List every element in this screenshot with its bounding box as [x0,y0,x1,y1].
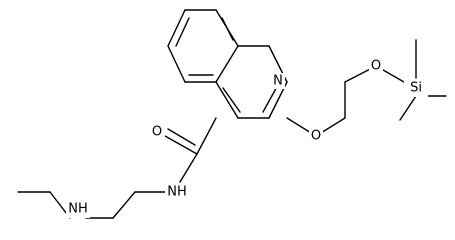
bond [215,45,239,83]
silicon: Si [404,79,428,97]
bond [215,81,239,119]
atom-label-o: O [152,125,162,140]
atom-label-nh: NH [68,202,88,217]
bond [196,117,217,155]
bond [221,17,234,41]
bond [167,128,196,146]
bond [399,95,417,121]
atom-label-n: N [273,74,283,89]
atom-label-si: Si [410,81,422,96]
atom-label-o: O [311,129,321,144]
carbonyl-oxygen: O [150,124,165,140]
bond [167,9,186,47]
bond [222,87,241,113]
atom-label-nh: NH [167,185,187,200]
amide-nitrogen: NH [165,183,189,201]
molecule-structure: N O O Si O NH NH [17,9,447,219]
bond [167,45,186,83]
ether-oxygen: O [309,128,323,144]
bonds [17,9,447,219]
bond [179,153,198,183]
atom-labels: N O O Si O NH NH [66,58,428,218]
atom-label-o: O [371,59,381,74]
quinoline-nitrogen: N [271,73,285,89]
bond [112,191,136,219]
bond [164,135,198,155]
amine-nitrogen: NH [66,200,90,218]
silyl-ether-oxygen: O [369,58,383,74]
bond [175,17,190,47]
